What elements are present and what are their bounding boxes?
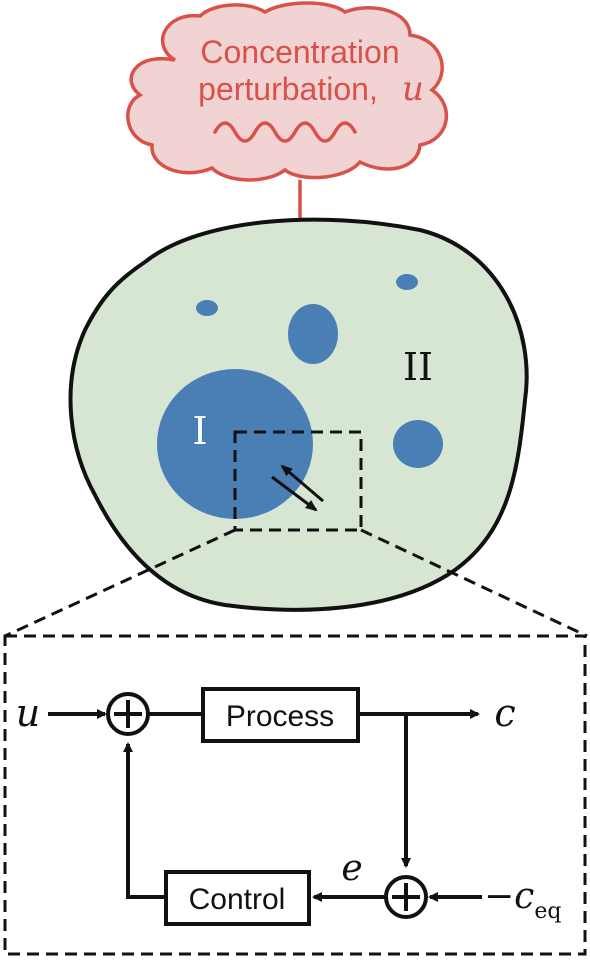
- setpoint-minus: −: [484, 876, 514, 917]
- phase-label-II: II: [403, 345, 433, 389]
- control-block: [164, 870, 311, 926]
- zoom-line-left: [4, 528, 236, 638]
- input-label-u: u: [16, 691, 40, 735]
- perturbation-cloud: Concentration perturbation, u: [126, 1, 449, 182]
- sine-wave-icon: [213, 121, 357, 143]
- droplet-tiny-1: [196, 300, 218, 316]
- zoom-box: [233, 430, 363, 532]
- setpoint-subscript: eq: [534, 899, 561, 924]
- output-label-c: c: [494, 691, 515, 735]
- droplet-small-1: [288, 304, 338, 364]
- phase-label-I: I: [192, 409, 207, 453]
- summing-junction-top: [106, 692, 150, 736]
- summing-junction-bottom: [384, 875, 428, 919]
- control-label: Control: [189, 883, 286, 916]
- setpoint-label: −ceq: [484, 876, 561, 924]
- cloud-line2: perturbation,: [198, 71, 378, 107]
- exchange-arrow-in: [271, 475, 318, 512]
- droplet-tiny-2: [396, 274, 418, 290]
- error-label-e: e: [341, 848, 362, 889]
- exchange-arrow-out: [280, 464, 324, 503]
- block-diagram: u Process c −ceq e: [16, 687, 561, 926]
- control-feedback-line: [123, 742, 166, 899]
- zoom-line-right: [360, 528, 588, 638]
- cell: I II: [68, 217, 529, 612]
- droplet-phase-I: [157, 369, 313, 519]
- cloud-shape: [126, 1, 449, 182]
- cloud-line1: Concentration: [200, 34, 399, 70]
- process-label: Process: [226, 700, 334, 733]
- setpoint-symbol: c: [514, 876, 534, 917]
- block-diagram-panel: [3, 634, 587, 956]
- cloud-variable-u: u: [402, 69, 424, 109]
- droplet-small-2: [393, 420, 443, 468]
